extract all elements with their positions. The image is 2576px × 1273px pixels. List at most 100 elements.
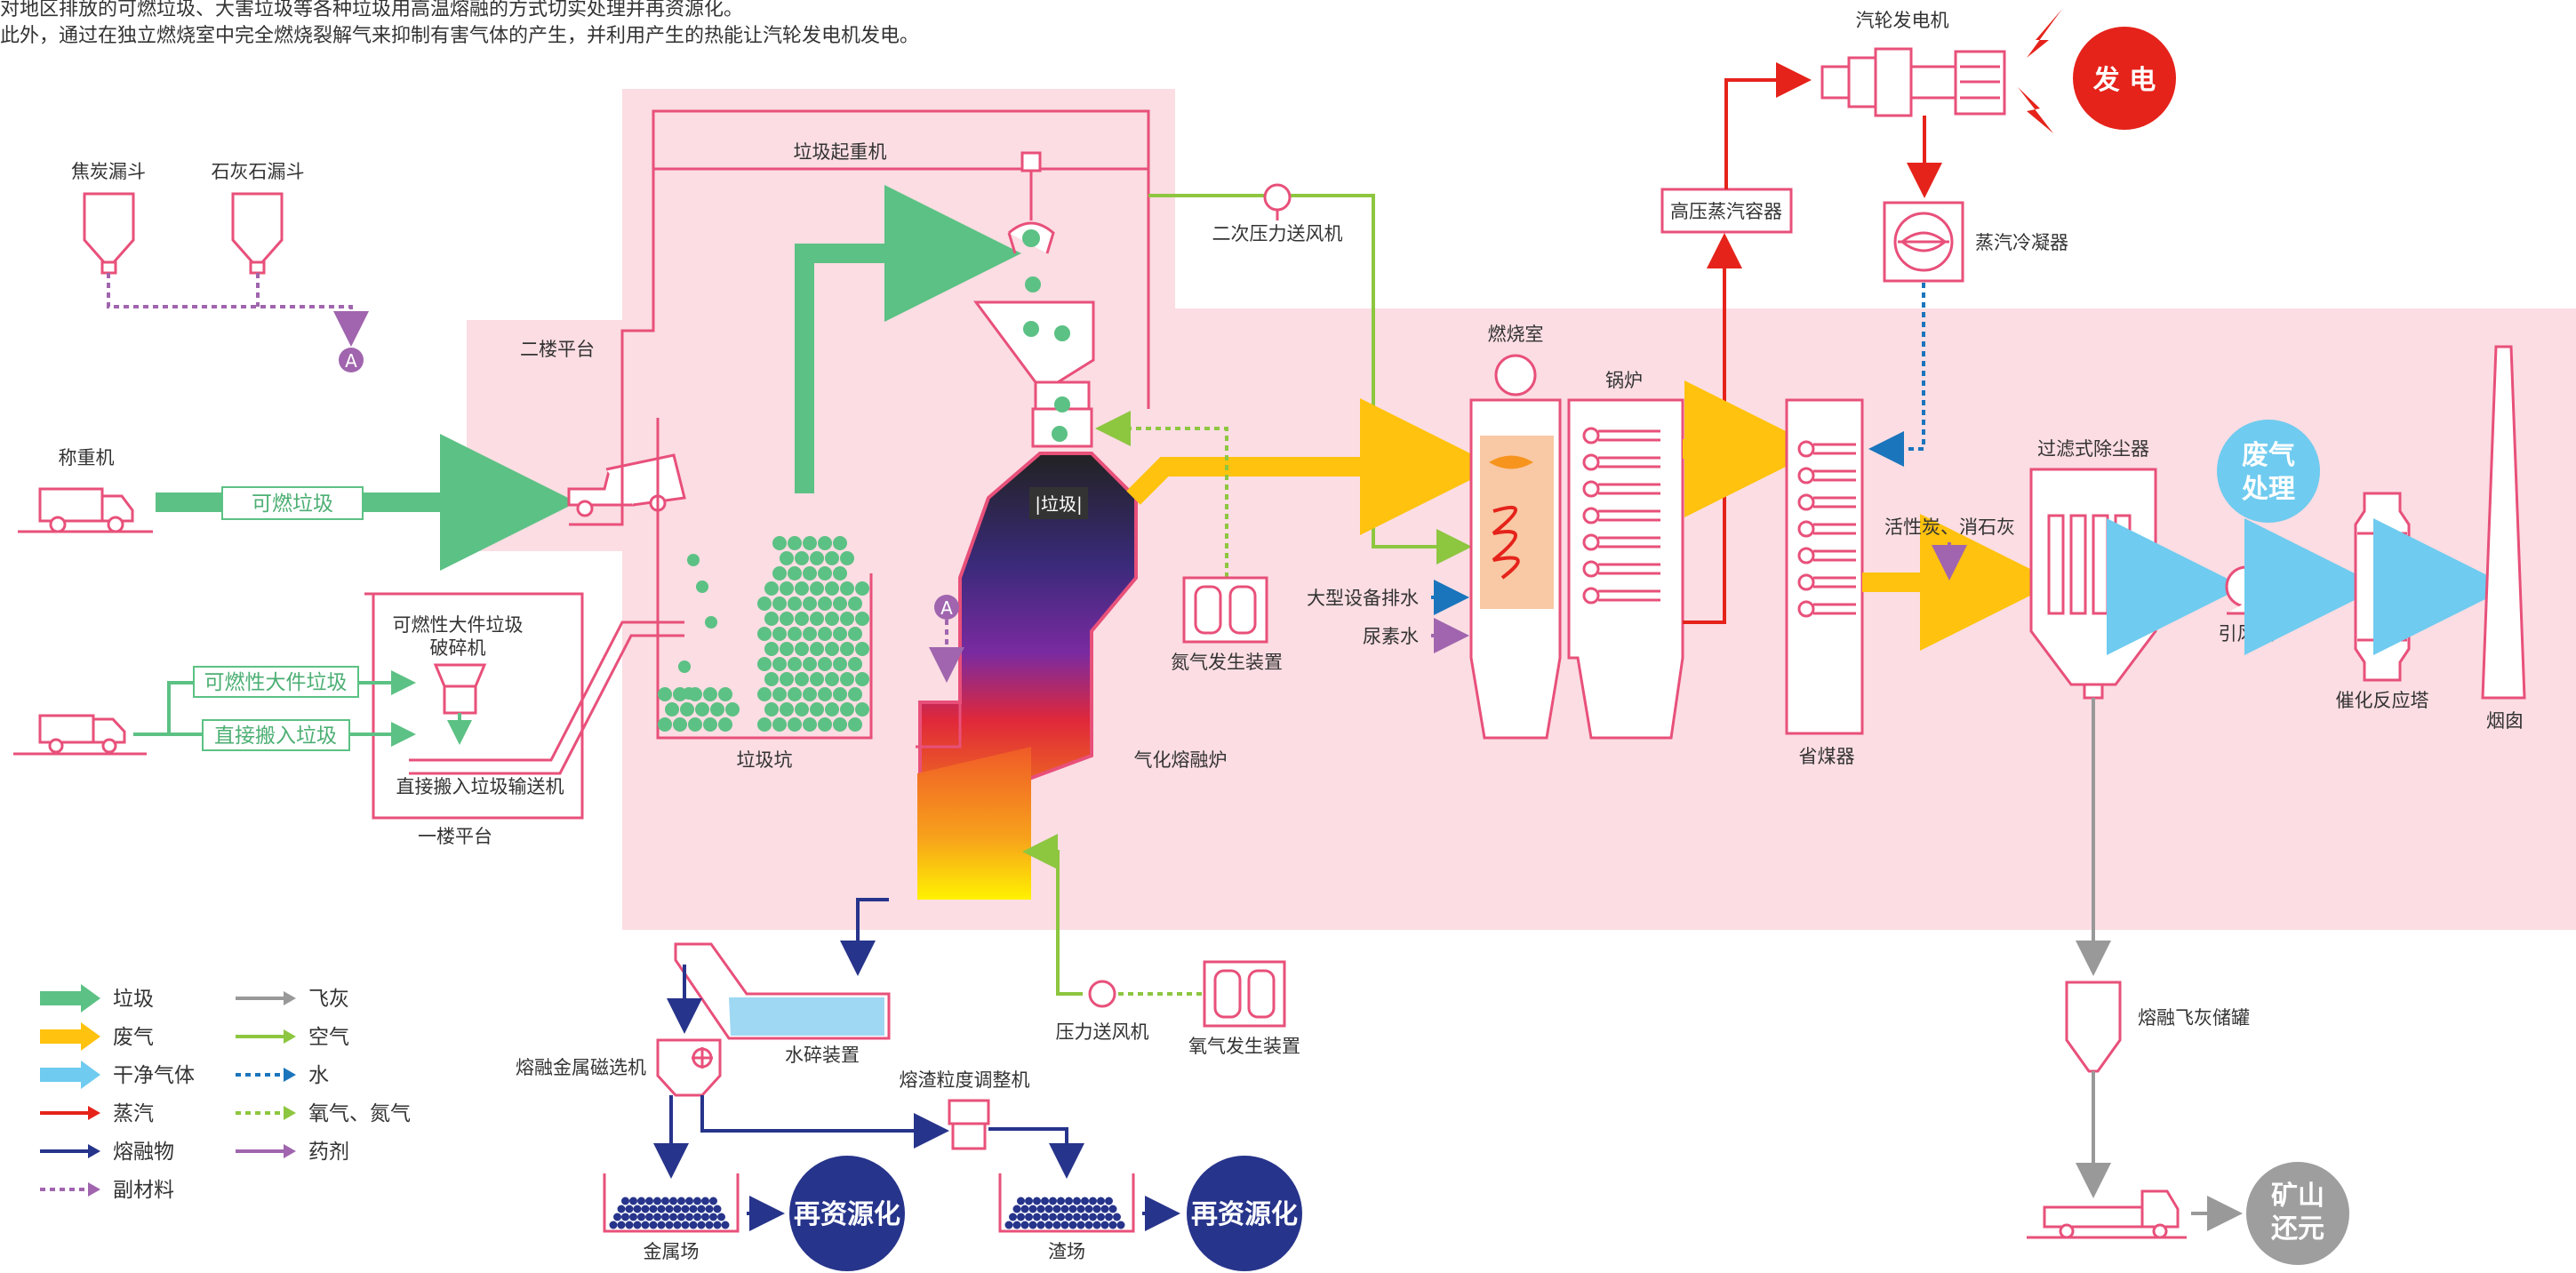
first-floor-label: 一楼平台 [418, 826, 492, 847]
truck-icon [38, 487, 134, 533]
catalyst-tower [2354, 492, 2411, 682]
slag-yard [998, 1173, 1135, 1233]
pressure-fan-icon [1088, 980, 1116, 1008]
chimney [2481, 345, 2526, 700]
slag-adjuster-label: 熔渣粒度调整机 [900, 1069, 1030, 1091]
svg-text:高压蒸汽容器: 高压蒸汽容器 [1670, 201, 1782, 222]
falling-waste [1023, 276, 1070, 442]
svg-text:水: 水 [308, 1064, 329, 1087]
fly-ash-tank-label: 熔融飞灰储罐 [2138, 1007, 2250, 1029]
second-floor-label: 二楼平台 [520, 339, 595, 360]
intro-line-1: 对地区排放的可燃垃圾、大害垃圾等各种垃圾用高温熔融的方式切实处理并再资源化。 [0, 0, 744, 20]
turbine-gen-label: 汽轮发电机 [1856, 10, 1949, 31]
condenser-label: 蒸汽冷凝器 [1975, 232, 2068, 253]
svg-text:废气: 废气 [113, 1026, 154, 1049]
svg-text:熔融物: 熔融物 [113, 1141, 174, 1164]
urea-water-label: 尿素水 [1363, 626, 1419, 647]
svg-text:垃圾: 垃圾 [113, 988, 154, 1011]
hp-steam-vessel [1660, 188, 1793, 234]
marker-a-top: A [339, 348, 364, 372]
metal-pile [609, 1197, 730, 1229]
svg-text:还元: 还元 [2271, 1213, 2324, 1245]
nitrogen-gen-label: 氮气发生装置 [1171, 652, 1283, 673]
combustion-chamber-label: 燃烧室 [1488, 324, 1544, 345]
svg-text:氧气、氮气: 氧气、氮气 [308, 1102, 411, 1125]
svg-text:石灰石漏斗: 石灰石漏斗 [212, 161, 305, 182]
legend-item-a1: 废气 [40, 1022, 154, 1051]
waste-to-crane-arrow [795, 185, 1021, 493]
economizer [1785, 398, 1864, 735]
slag-yard-label: 渣场 [1048, 1241, 1085, 1262]
mine-reduction-badge [2246, 1162, 2349, 1265]
nitrogen-generator-icon [1182, 576, 1268, 644]
lightning-icon [2027, 9, 2062, 58]
legend-item-a0: 垃圾 [40, 984, 154, 1013]
svg-text:飞灰: 飞灰 [308, 988, 349, 1011]
crane-label: 垃圾起重机 [794, 141, 887, 163]
crusher-icon [433, 663, 487, 745]
power-badge [2073, 27, 2176, 130]
oxygen-generator-icon [1203, 960, 1286, 1028]
legend-item-a3: 蒸汽 [40, 1102, 154, 1125]
legend-item-b0: 飞灰 [236, 988, 349, 1011]
catalyst-tower-label: 催化反应塔 [2336, 690, 2429, 711]
gasification-melting-furnace: |垃圾| [916, 452, 1138, 901]
legend-item-b3: 氧气、氮气 [236, 1102, 411, 1125]
svg-text:药剂: 药剂 [308, 1141, 349, 1164]
limestone-hopper: 石灰石漏斗 [212, 161, 305, 275]
legend-item-b1: 空气 [236, 1026, 349, 1049]
fly-ash-tank [2065, 981, 2122, 1073]
legend-item-b2: 水 [236, 1064, 329, 1087]
boiler-label: 锅炉 [1605, 370, 1643, 391]
tag-direct: 直接搬入垃圾 [214, 725, 337, 748]
condenser-icon [1883, 201, 1964, 283]
oxygen-gen-label: 氧气发生装置 [1188, 1036, 1300, 1057]
svg-text:再资源化: 再资源化 [1191, 1199, 1298, 1230]
drain-water-label: 大型设备排水 [1307, 588, 1419, 609]
induced-fan-label: 引风机 [2219, 623, 2275, 645]
flame-icon [1489, 455, 1533, 469]
gasifier-label: 气化熔融炉 [1134, 749, 1228, 771]
recycle-badge-2 [1187, 1156, 1302, 1271]
secondary-fan-label: 二次压力送风机 [1212, 223, 1343, 244]
svg-text:废气: 废气 [2242, 440, 2295, 471]
svg-text:A: A [345, 350, 357, 372]
combustion-chamber [1469, 354, 1562, 740]
truck-icon-lower [38, 714, 126, 754]
legend-item-a2: 干净气体 [40, 1061, 195, 1089]
direct-conveyor-label: 直接搬入垃圾输送机 [396, 776, 564, 797]
svg-text:矿山: 矿山 [2271, 1181, 2324, 1212]
legend-item-a5: 副材料 [40, 1179, 174, 1202]
svg-text:副材料: 副材料 [113, 1179, 174, 1202]
tag-combustible: 可燃垃圾 [252, 492, 333, 516]
magnet-icon [656, 1038, 722, 1097]
bulky-crusher-label-2: 破碎机 [430, 637, 486, 659]
additive-flow-line [107, 273, 369, 347]
metal-yard-label: 金属场 [644, 1241, 700, 1262]
economizer-label: 省煤器 [1799, 746, 1855, 767]
truck-icon-ash [2043, 1189, 2180, 1239]
conveyor-belt [409, 620, 684, 775]
slag-pile [1004, 1197, 1125, 1229]
svg-text:焦炭漏斗: 焦炭漏斗 [71, 161, 146, 182]
svg-text:发 电: 发 电 [2092, 65, 2156, 96]
svg-text:A: A [940, 597, 953, 619]
water-granulator-label: 水碎装置 [785, 1045, 860, 1066]
svg-text:处理: 处理 [2241, 474, 2295, 505]
legend-item-b4: 药剂 [236, 1141, 349, 1164]
marker-a-furnace: A [934, 595, 959, 620]
svg-text:干净气体: 干净气体 [113, 1064, 195, 1087]
legend-item-a4: 熔融物 [40, 1141, 174, 1164]
chimney-label: 烟囱 [2486, 710, 2524, 732]
exhaust-gas-arrow [1126, 398, 1497, 535]
coke-hopper: 焦炭漏斗 [71, 161, 146, 275]
bulky-crusher-label-1: 可燃性大件垃圾 [393, 614, 524, 636]
feed-hopper [973, 300, 1095, 384]
bag-filter-label: 过滤式除尘器 [2037, 438, 2149, 460]
building-outline [569, 109, 1150, 526]
waste-pit [656, 418, 873, 740]
metal-yard [603, 1173, 740, 1233]
pressure-fan-label: 压力送风机 [1056, 1021, 1149, 1043]
